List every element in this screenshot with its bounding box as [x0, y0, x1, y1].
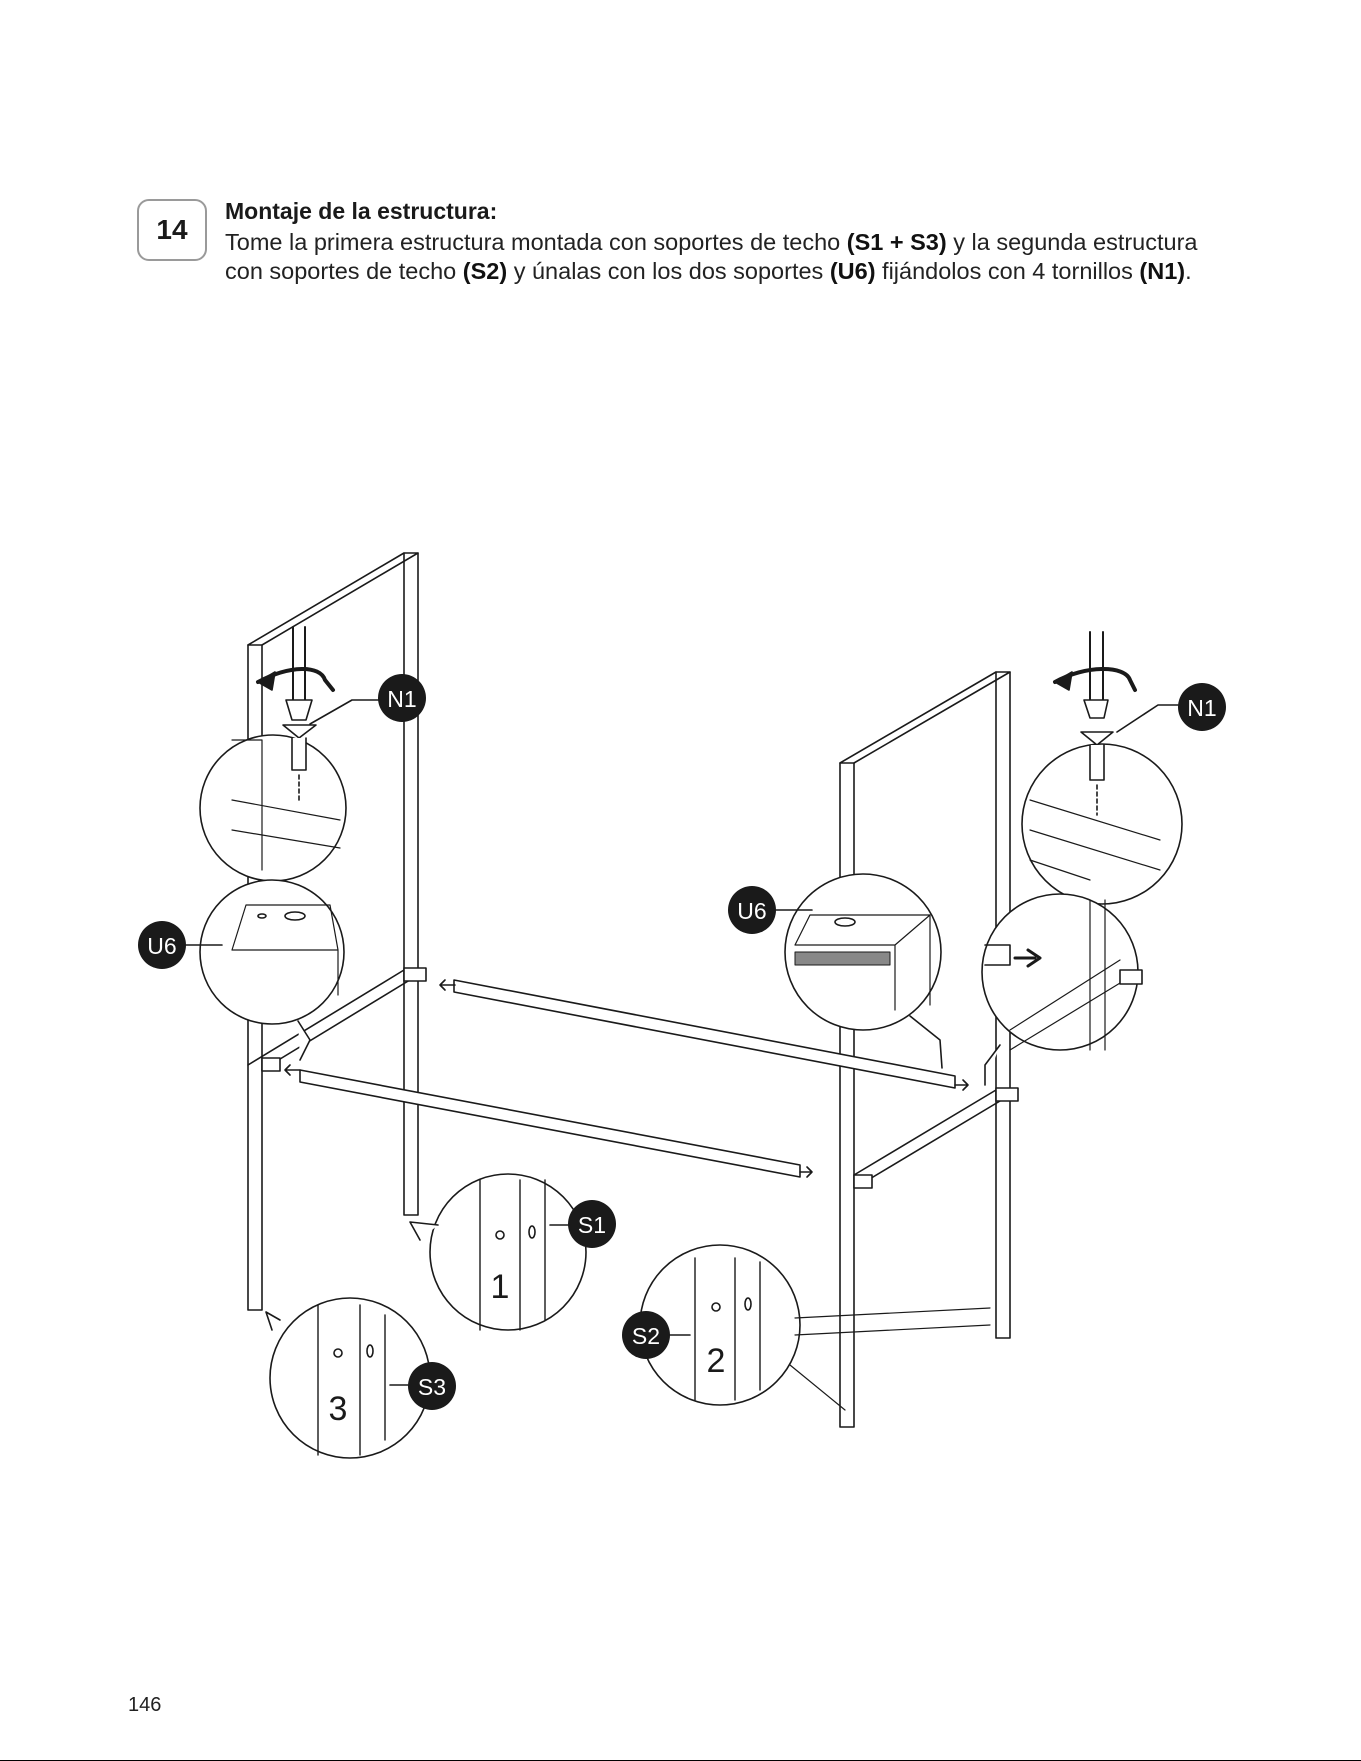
body-part-ref: (U6)	[830, 258, 876, 284]
n1-left-label: N1	[387, 686, 416, 712]
s2-detail: 2	[640, 1245, 990, 1410]
body-part-ref: (S2)	[463, 258, 507, 284]
right-screw-detail	[1022, 632, 1182, 904]
s3-detail: 3	[266, 1298, 430, 1458]
post-mark-2: 2	[707, 1342, 726, 1380]
s2-label: S2	[632, 1323, 660, 1349]
body-part-ref: (S1 + S3)	[847, 229, 947, 255]
post-mark-1: 1	[491, 1268, 510, 1306]
step-number-badge: 14	[137, 199, 207, 261]
body-text: Tome la primera estructura montada con s…	[225, 229, 847, 255]
body-text: .	[1185, 258, 1192, 284]
assembly-illustration: N1 U6 N1 U6	[110, 530, 1250, 1470]
step-title: Montaje de la estructura:	[225, 196, 1235, 226]
n1-right-label: N1	[1187, 695, 1216, 721]
u6-left-label: U6	[147, 933, 176, 959]
step-number: 14	[156, 214, 187, 246]
post-mark-3: 3	[329, 1390, 348, 1428]
step-body: Tome la primera estructura montada con s…	[225, 228, 1235, 286]
s1-label: S1	[578, 1212, 606, 1238]
right-bracket-detail	[982, 894, 1142, 1085]
step-instructions: Montaje de la estructura: Tome la primer…	[225, 196, 1235, 286]
s3-label: S3	[418, 1374, 446, 1400]
left-screw-detail	[200, 627, 346, 881]
center-u6-detail	[785, 874, 942, 1068]
u6-center-label: U6	[737, 898, 766, 924]
page-number: 146	[128, 1694, 161, 1717]
body-part-ref: (N1)	[1139, 258, 1185, 284]
body-text: fijándolos con 4 tornillos	[876, 258, 1140, 284]
body-text: y únalas con los dos soportes	[507, 258, 830, 284]
s1-detail: 1	[410, 1174, 586, 1330]
